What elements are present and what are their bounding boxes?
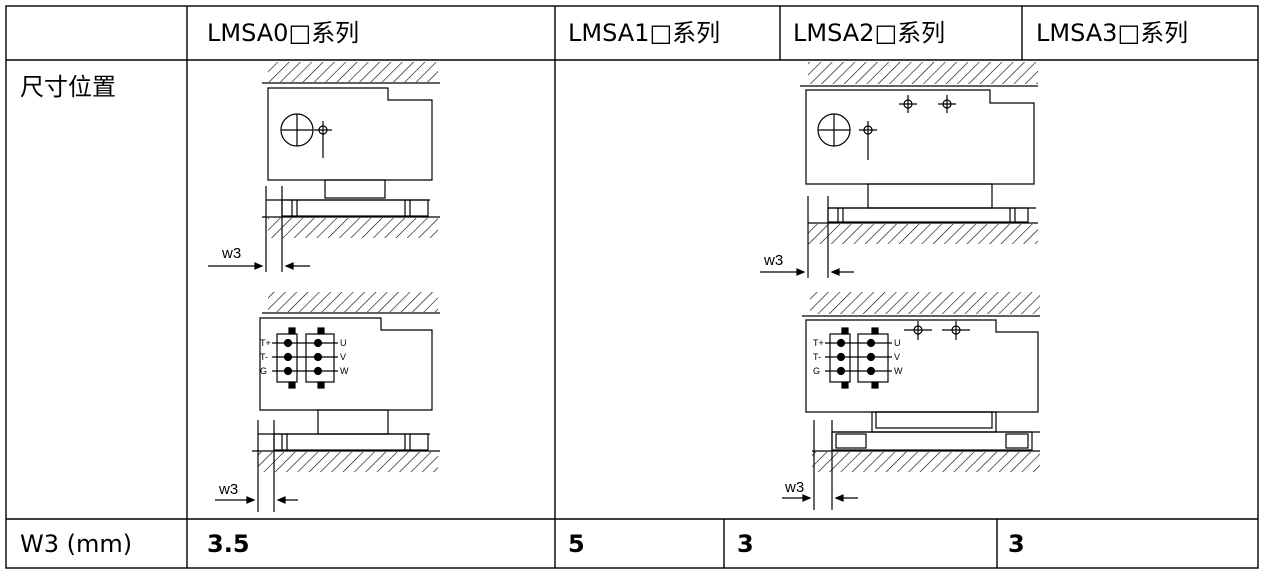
- lmsa123-terminal-tminus: T-: [813, 352, 821, 362]
- lmsa123-terminal-tplus: T+: [813, 338, 824, 348]
- lmsa0-terminal-tplus: T+: [260, 338, 271, 348]
- lmsa123-bottom-drawing: [782, 292, 1040, 510]
- header-lmsa3: LMSA3□系列: [1036, 19, 1189, 47]
- lmsa0-terminal-v: V: [340, 352, 346, 362]
- header-lmsa0: LMSA0□系列: [207, 19, 360, 47]
- lmsa123-terminal-u: U: [894, 338, 901, 348]
- lmsa123-top-w3-label: w3: [763, 252, 783, 269]
- lmsa123-terminal-g: G: [813, 366, 820, 376]
- header-lmsa2: LMSA2□系列: [793, 19, 946, 47]
- lmsa0-top-w3-label: w3: [221, 245, 241, 262]
- lmsa0-terminal-tminus: T-: [260, 352, 268, 362]
- lmsa123-top-drawing: [760, 62, 1038, 278]
- lmsa0-top-drawing: [208, 62, 440, 272]
- w3-value-lmsa2: 3: [737, 530, 754, 558]
- lmsa0-terminal-u: U: [340, 338, 347, 348]
- w3-value-lmsa3: 3: [1008, 530, 1025, 558]
- row-label-position: 尺寸位置: [20, 73, 116, 101]
- lmsa0-bottom-drawing: [215, 292, 440, 512]
- w3-value-lmsa0: 3.5: [207, 530, 250, 558]
- w3-value-lmsa1: 5: [568, 530, 585, 558]
- lmsa0-terminal-g: G: [260, 366, 267, 376]
- header-lmsa1: LMSA1□系列: [568, 19, 721, 47]
- lmsa0-terminal-w: W: [340, 366, 349, 376]
- lmsa0-bottom-w3-label: w3: [218, 481, 238, 498]
- row-label-w3: W3 (mm): [20, 530, 133, 558]
- lmsa123-terminal-w: W: [894, 366, 903, 376]
- lmsa123-terminal-v: V: [894, 352, 900, 362]
- lmsa123-bottom-w3-label: w3: [784, 479, 804, 496]
